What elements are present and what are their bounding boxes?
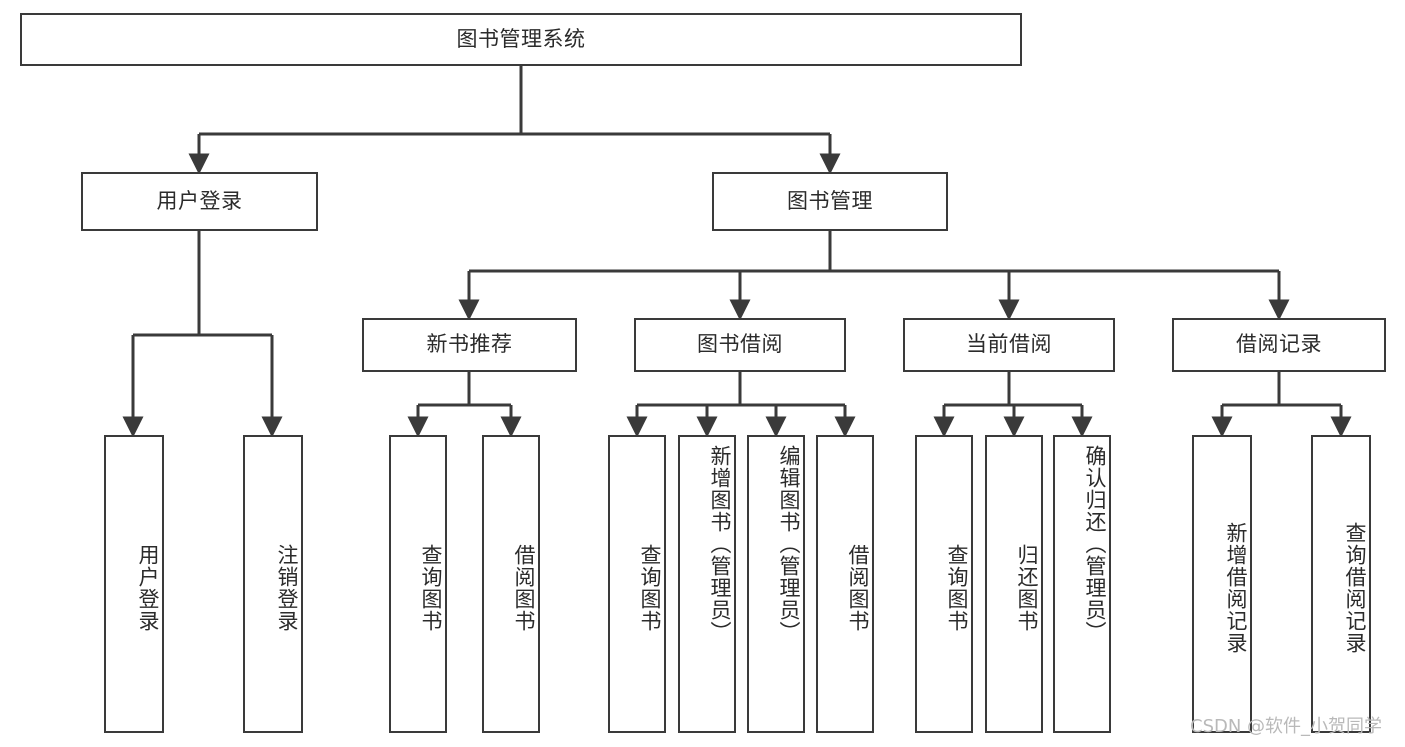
leaf-borrow-book-2[interactable]: 借阅图书 <box>816 435 874 733</box>
leaf-borrow-book-1[interactable]: 借阅图书 <box>482 435 540 733</box>
leaf-query-book-1[interactable]: 查询图书 <box>389 435 447 733</box>
node-book-borrow[interactable]: 图书借阅 <box>634 318 846 372</box>
leaf-query-book-2[interactable]: 查询图书 <box>608 435 666 733</box>
csdn-watermark: CSDN @软件_小贺同学 <box>1190 716 1383 737</box>
leaf-query-book-3[interactable]: 查询图书 <box>915 435 973 733</box>
node-user-login[interactable]: 用户登录 <box>81 172 318 231</box>
node-borrow-record[interactable]: 借阅记录 <box>1172 318 1386 372</box>
leaf-user-login[interactable]: 用户登录 <box>104 435 164 733</box>
leaf-confirm-return[interactable]: 确认归还（管理员） <box>1053 435 1111 733</box>
leaf-query-record[interactable]: 查询借阅记录 <box>1311 435 1371 733</box>
node-current-borrow[interactable]: 当前借阅 <box>903 318 1115 372</box>
node-root[interactable]: 图书管理系统 <box>20 13 1022 66</box>
leaf-logout[interactable]: 注销登录 <box>243 435 303 733</box>
node-book-management[interactable]: 图书管理 <box>712 172 948 231</box>
leaf-return-book[interactable]: 归还图书 <box>985 435 1043 733</box>
node-new-book-recommend[interactable]: 新书推荐 <box>362 318 577 372</box>
leaf-add-book[interactable]: 新增图书（管理员） <box>678 435 736 733</box>
leaf-edit-book[interactable]: 编辑图书（管理员） <box>747 435 805 733</box>
leaf-add-record[interactable]: 新增借阅记录 <box>1192 435 1252 733</box>
